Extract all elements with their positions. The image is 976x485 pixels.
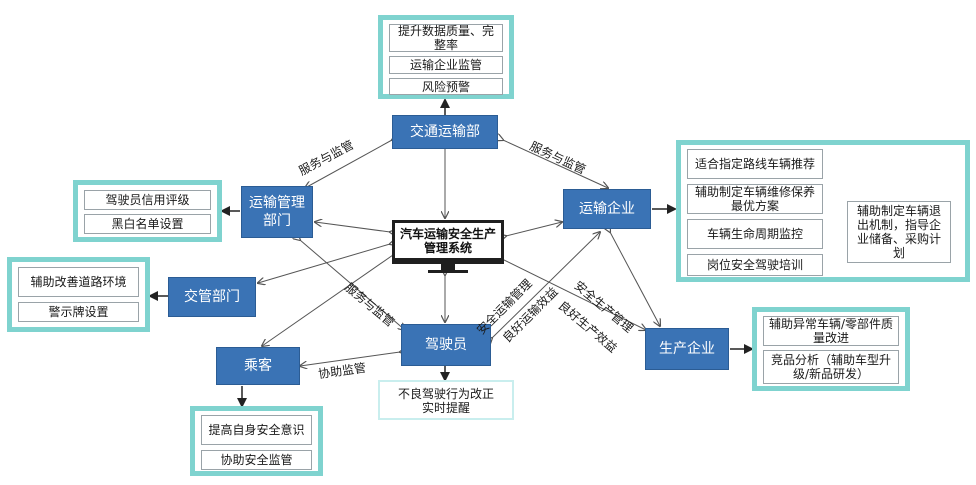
list-item: 风险预警 — [389, 78, 503, 95]
node-transport-company: 运输企业 — [563, 189, 651, 229]
edge-center-traffic — [258, 244, 390, 283]
edge-center-mgmt — [315, 222, 390, 232]
node-manufacturer: 生产企业 — [645, 328, 729, 370]
list-item: 协助安全监管 — [201, 450, 312, 470]
panel-transport-dept: 提升数据质量、完整率 运输企业监管 风险预警 — [378, 15, 514, 99]
panel-passenger: 提高自身安全意识 协助安全监管 — [190, 406, 323, 476]
list-item: 车辆生命周期监控 — [687, 219, 823, 249]
panel-driver: 不良驾驶行为改正实时提醒 — [378, 380, 514, 420]
edge-mgmt-driver — [300, 240, 405, 330]
list-item: 竞品分析（辅助车型升级/新品研发） — [763, 350, 899, 384]
node-driver: 驾驶员 — [401, 324, 491, 366]
list-item: 岗位安全驾驶培训 — [687, 254, 823, 276]
edge-dept-mgmt — [305, 140, 392, 188]
list-item: 黑白名单设置 — [84, 214, 211, 234]
node-transport-dept: 交通运输部 — [392, 115, 498, 149]
edge-company-manufacturer — [610, 232, 660, 326]
monitor-stand — [441, 264, 455, 270]
panel-transport-mgmt: 驾驶员信用评级 黑白名单设置 — [73, 180, 222, 242]
edge-driver-passenger — [300, 352, 400, 366]
list-item: 提升数据质量、完整率 — [389, 24, 503, 52]
node-traffic-dept: 交管部门 — [168, 277, 256, 317]
list-item-extra: 辅助制定车辆退出机制，指导企业储备、采购计划 — [847, 201, 951, 263]
node-transport-mgmt: 运输管理部门 — [241, 186, 313, 238]
edge-dept-company — [503, 140, 608, 188]
edge-driver-company — [492, 232, 600, 338]
list-item: 提高自身安全意识 — [201, 415, 312, 445]
edge-center-company — [506, 222, 562, 236]
panel-manufacturer: 辅助异常车辆/零部件质量改进 竞品分析（辅助车型升级/新品研发） — [752, 307, 910, 391]
list-item: 辅助异常车辆/零部件质量改进 — [763, 316, 899, 346]
center-system: 汽车运输安全生产管理系统 — [392, 220, 504, 264]
list-item: 辅助制定车辆维修保养最优方案 — [687, 184, 823, 214]
node-passenger: 乘客 — [216, 347, 300, 385]
monitor-base — [428, 270, 468, 273]
list-item: 不良驾驶行为改正实时提醒 — [394, 385, 498, 417]
panel-traffic-dept: 辅助改善道路环境 警示牌设置 — [7, 257, 150, 332]
list-item: 运输企业监管 — [389, 56, 503, 74]
list-item: 警示牌设置 — [18, 302, 139, 322]
panel-transport-company: 适合指定路线车辆推荐 辅助制定车辆维修保养最优方案 车辆生命周期监控 岗位安全驾… — [676, 140, 970, 282]
list-item: 辅助改善道路环境 — [18, 267, 139, 297]
list-item: 适合指定路线车辆推荐 — [687, 149, 823, 179]
list-item: 驾驶员信用评级 — [84, 190, 211, 210]
